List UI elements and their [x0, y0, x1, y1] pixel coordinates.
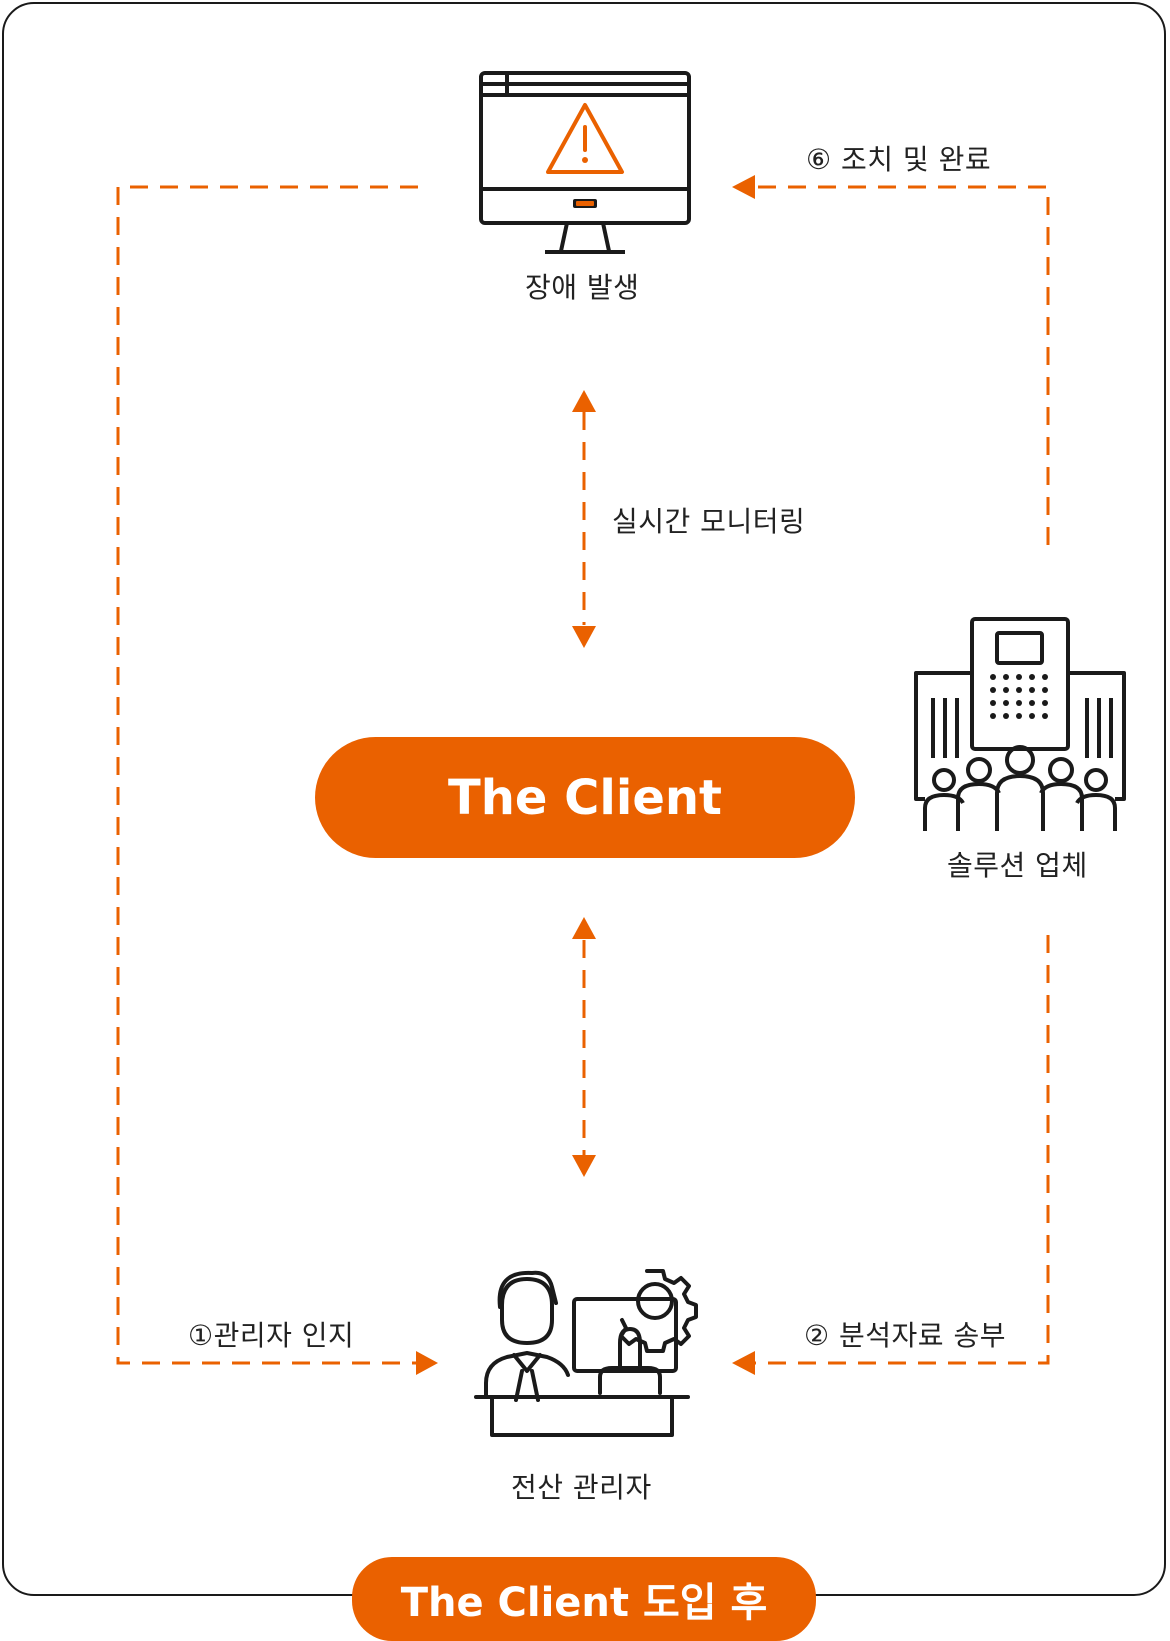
arrowhead-step1 — [416, 1351, 438, 1375]
connector-left-path — [116, 185, 418, 1365]
monitor-warning-icon — [479, 71, 691, 254]
monitoring-label: 실시간 모니터링 — [612, 505, 806, 538]
step1-label: ①관리자 인지 — [188, 1319, 355, 1352]
failure-label: 장애 발생 — [525, 271, 640, 304]
arrowhead-admin-down — [572, 1155, 596, 1177]
admin-label: 전산 관리자 — [511, 1471, 652, 1504]
arrowhead-step6 — [732, 175, 755, 199]
connector-right-top-path — [742, 185, 1050, 545]
step6-label: ⑥ 조치 및 완료 — [806, 143, 992, 176]
the-client-pill: The Client — [315, 737, 855, 858]
admin-workstation-icon — [474, 1269, 698, 1437]
arrowhead-monitoring-down — [572, 626, 596, 648]
building-group-icon — [914, 617, 1126, 831]
step2-label: ② 분석자료 송부 — [804, 1319, 1006, 1352]
vendor-label: 솔루션 업체 — [947, 849, 1088, 882]
arrowhead-step2 — [732, 1351, 755, 1375]
connector-right-bottom-path — [742, 935, 1050, 1365]
after-adoption-pill: The Client 도입 후 — [352, 1557, 816, 1641]
arrowhead-monitoring-up — [572, 390, 596, 412]
arrowhead-admin-up — [572, 917, 596, 939]
